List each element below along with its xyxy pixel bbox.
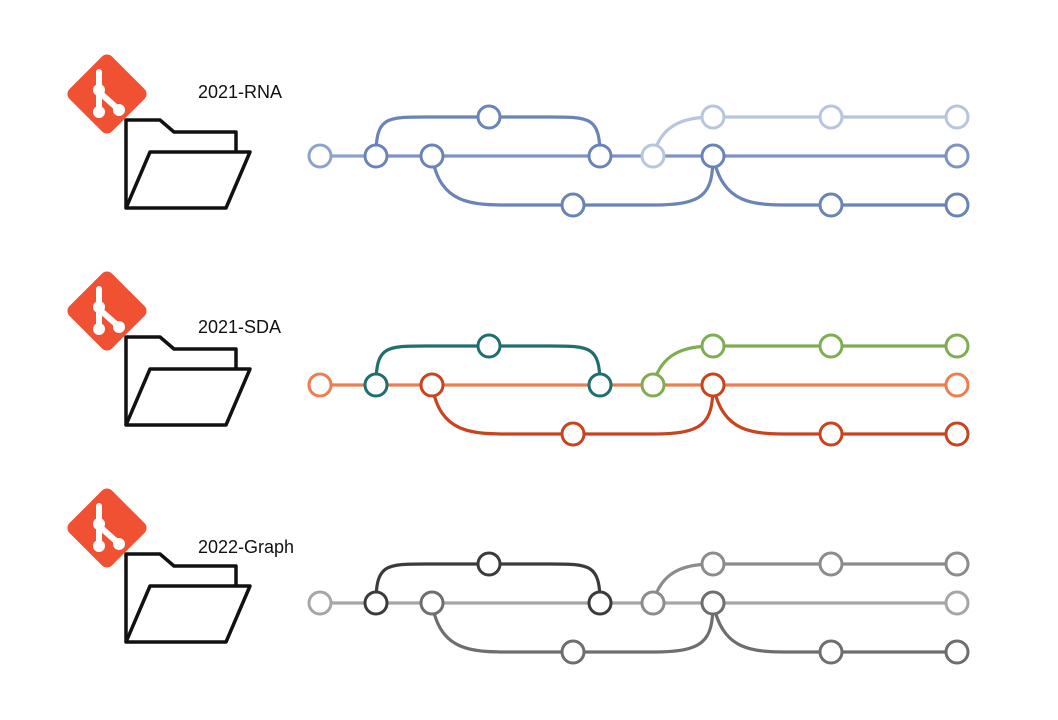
branch-line [651, 562, 959, 605]
commit-node [363, 143, 389, 169]
git-logo-icon [67, 54, 147, 134]
commit-node [818, 192, 844, 218]
commit-node [587, 143, 613, 169]
commit-node [818, 104, 844, 130]
commit-node [944, 104, 970, 130]
commit-node [700, 104, 726, 130]
commit-node [587, 372, 613, 398]
git-logo-icon [67, 271, 147, 351]
branch-line [711, 383, 959, 436]
commit-node [818, 639, 844, 665]
branch-line [430, 601, 715, 654]
commit-node [700, 143, 726, 169]
commit-node [640, 590, 666, 616]
commit-node [944, 333, 970, 359]
branch-line [430, 383, 715, 436]
commit-node [560, 192, 586, 218]
commit-node [700, 590, 726, 616]
commit-node [944, 421, 970, 447]
commit-node [944, 372, 970, 398]
repo-label: 2021-RNA [198, 82, 283, 102]
commit-node [944, 590, 970, 616]
open-folder-icon [124, 552, 252, 644]
open-folder-icon [124, 118, 252, 210]
commit-node [944, 639, 970, 665]
commit-node [818, 421, 844, 447]
commit-node [640, 372, 666, 398]
branch-line [711, 154, 959, 207]
commit-node [363, 372, 389, 398]
commit-node [944, 192, 970, 218]
branch-line [430, 154, 715, 207]
commit-node [818, 333, 844, 359]
commit-node [307, 143, 333, 169]
commit-node [944, 551, 970, 577]
commit-node [476, 333, 502, 359]
commit-node [476, 104, 502, 130]
commit-node [818, 551, 844, 577]
commit-node [476, 551, 502, 577]
repo-label: 2022-Graph [198, 537, 295, 557]
commit-node [560, 421, 586, 447]
commit-node [419, 590, 445, 616]
commit-node [587, 590, 613, 616]
commit-node [700, 333, 726, 359]
branch-line [711, 601, 959, 654]
commit-node [363, 590, 389, 616]
commit-node [419, 143, 445, 169]
commit-node [560, 639, 586, 665]
commit-node [419, 372, 445, 398]
commit-node [944, 143, 970, 169]
open-folder-icon [124, 335, 252, 427]
repo-label: 2021-SDA [198, 317, 282, 337]
commit-node [307, 590, 333, 616]
commit-node [700, 551, 726, 577]
commit-node [640, 143, 666, 169]
git-logo-icon [67, 488, 147, 568]
commit-node [307, 372, 333, 398]
commit-node [700, 372, 726, 398]
